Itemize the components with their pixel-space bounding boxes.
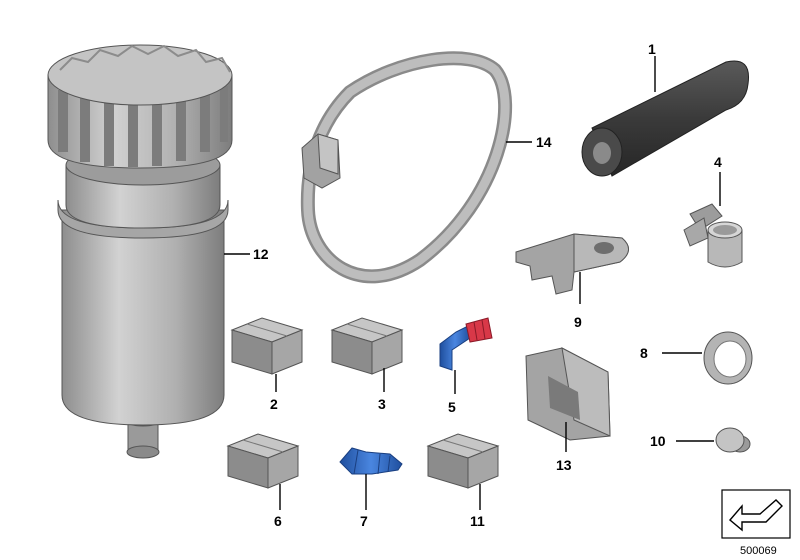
part-band-clamp	[300, 51, 513, 284]
part-straight-fitting	[339, 447, 403, 475]
part-hose-piece	[581, 60, 750, 177]
part-number-12: 12	[253, 246, 269, 262]
part-block-3	[330, 317, 404, 375]
part-number-10: 10	[650, 433, 666, 449]
part-number-11: 11	[470, 513, 485, 529]
part-number-8: 8	[640, 345, 648, 361]
part-number-4: 4	[714, 154, 722, 170]
part-retaining-bracket	[515, 233, 629, 295]
part-number-3: 3	[378, 396, 386, 412]
part-plug-cap	[715, 427, 751, 453]
part-number-6: 6	[274, 513, 282, 529]
part-number-2: 2	[270, 396, 278, 412]
document-number: 500069	[740, 545, 777, 557]
part-block-6	[226, 433, 300, 489]
orientation-arrow-icon	[721, 489, 791, 539]
part-reservoir-tank	[47, 44, 233, 459]
part-number-7: 7	[360, 513, 368, 529]
part-number-14: 14	[536, 134, 552, 150]
part-rubber-holder	[525, 347, 611, 441]
part-number-13: 13	[556, 457, 572, 473]
part-elbow-fitting	[439, 317, 493, 371]
part-number-1: 1	[648, 41, 656, 57]
part-number-5: 5	[448, 399, 456, 415]
part-block-2	[230, 317, 304, 375]
part-hose-clamp-small	[683, 203, 743, 268]
part-number-9: 9	[574, 314, 582, 330]
part-block-11	[426, 433, 500, 489]
part-sealing-ring	[703, 331, 753, 385]
